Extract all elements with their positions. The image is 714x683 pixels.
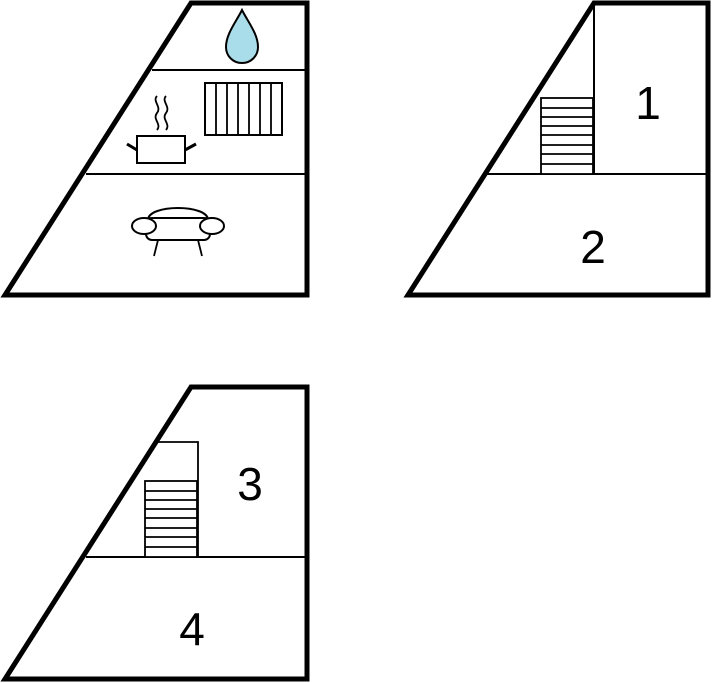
room-label-3: 3 [237, 458, 263, 510]
cooking-pot-icon [126, 95, 197, 164]
armchair-icon [131, 207, 225, 257]
floor-plan-upper: 1 2 [403, 0, 711, 298]
room-label-4: 4 [179, 603, 205, 655]
staircase-icon [144, 441, 199, 558]
legend-panel [0, 0, 310, 298]
room-label-2: 2 [580, 221, 606, 273]
water-drop-icon [224, 7, 260, 65]
staircase-icon [540, 97, 594, 175]
room-label-1: 1 [635, 77, 661, 129]
radiator-icon [204, 82, 283, 136]
floor-plan-lower: 3 4 [0, 384, 310, 682]
